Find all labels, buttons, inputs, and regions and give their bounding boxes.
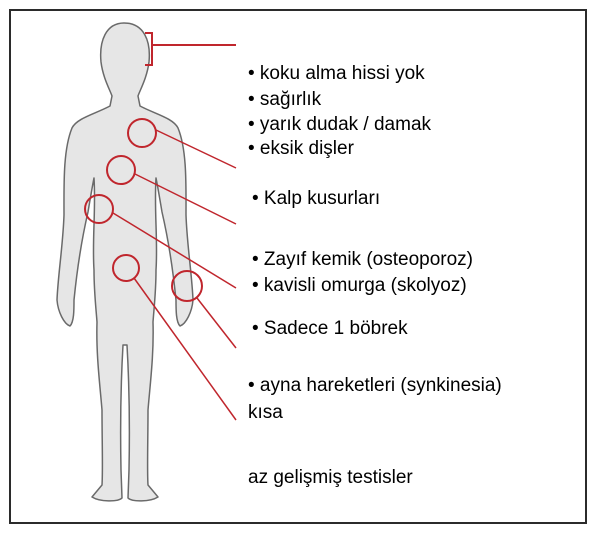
label-heart-defects: • Kalp kusurları xyxy=(252,188,380,210)
label-missing-teeth: • eksik dişler xyxy=(248,138,354,160)
label-scoliosis: • kavisli omurga (skolyoz) xyxy=(252,275,467,297)
hand-leader-line xyxy=(197,298,236,348)
label-synkinesia: • ayna hareketleri (synkinesia) xyxy=(248,375,502,397)
label-single-kidney: • Sadece 1 böbrek xyxy=(252,318,408,340)
label-short-stature: kısa xyxy=(248,402,283,424)
head-bracket-marker xyxy=(145,33,236,65)
label-undeveloped-testes: az gelişmiş testisler xyxy=(248,467,413,489)
label-osteoporosis: • Zayıf kemik (osteoporoz) xyxy=(252,249,473,271)
label-cleft-lip-palate: • yarık dudak / damak xyxy=(248,114,431,136)
label-anosmia: • koku alma hissi yok xyxy=(248,63,425,85)
human-body-silhouette xyxy=(57,23,193,501)
label-deafness: • sağırlık xyxy=(248,89,321,111)
